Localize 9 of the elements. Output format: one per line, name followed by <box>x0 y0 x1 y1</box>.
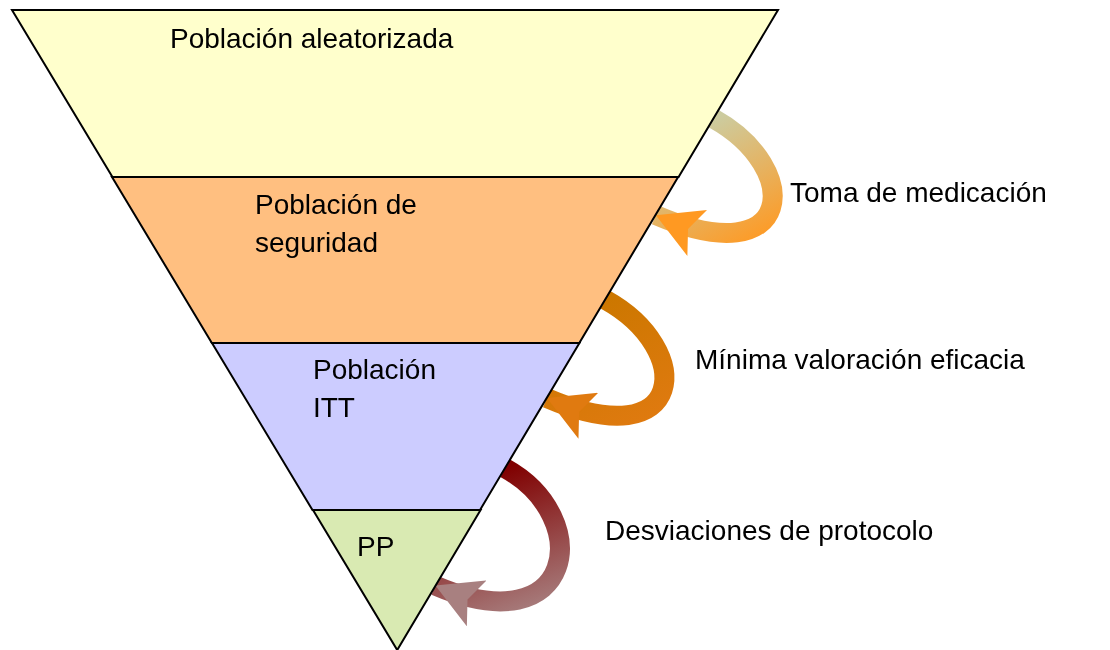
band-label: Población ITT <box>313 353 437 425</box>
band-label: PP <box>357 530 395 564</box>
band-label: Población aleatorizada <box>170 22 454 56</box>
edge-label: Mínima valoración eficacia <box>695 343 1025 377</box>
curved-arrow <box>652 110 783 254</box>
edge-label: Toma de medicación <box>790 176 1047 210</box>
band-label: Población de seguridad <box>255 188 418 260</box>
curved-arrow <box>543 291 675 437</box>
edge-label: Desviaciones de protocolo <box>605 514 934 548</box>
